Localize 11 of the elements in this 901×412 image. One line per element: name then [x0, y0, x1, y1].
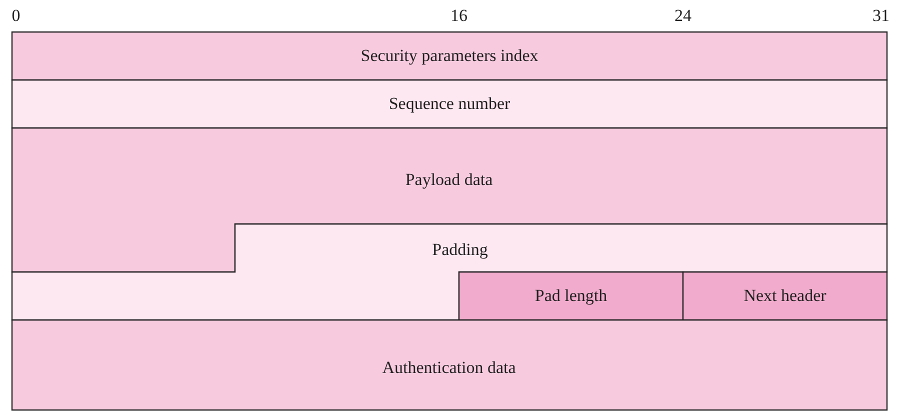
field-label: Security parameters index	[360, 46, 538, 66]
bit-position: 24	[674, 6, 692, 26]
bit-position: 0	[12, 6, 20, 26]
field-label: Authentication data	[382, 358, 516, 378]
field-label: Payload data	[405, 170, 493, 190]
bit-position: 31	[872, 6, 890, 26]
field-label: Pad length	[534, 286, 608, 306]
field-label: Sequence number	[388, 94, 510, 114]
field-label: Next header	[744, 286, 826, 306]
bit-position: 16	[450, 6, 468, 26]
field-label: Padding	[432, 240, 488, 260]
